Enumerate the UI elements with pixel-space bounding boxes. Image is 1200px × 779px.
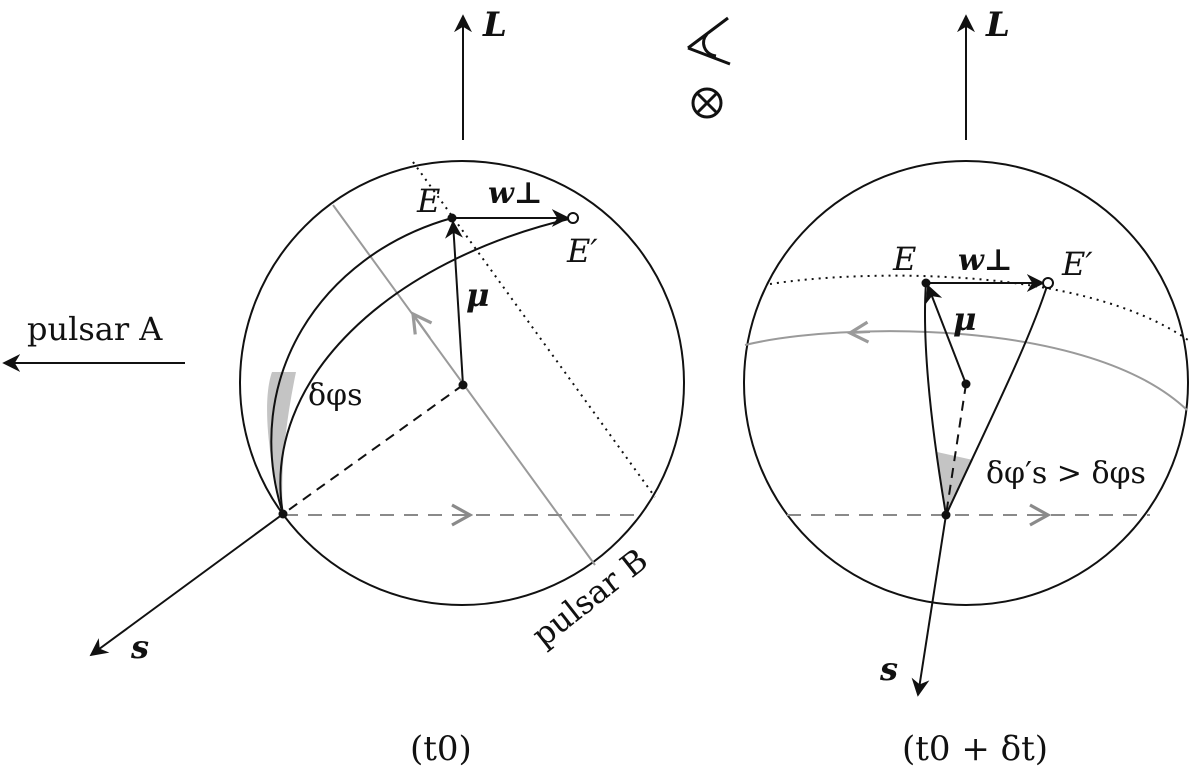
pulsar-a-label: pulsar A xyxy=(27,310,163,348)
right-s-arrow xyxy=(911,514,947,697)
right-arc-to-e-prime xyxy=(945,282,1049,516)
left-arc-to-e xyxy=(270,217,453,515)
right-center-point xyxy=(961,379,971,389)
left-e-point xyxy=(447,213,457,223)
circled-times-icon xyxy=(691,87,723,119)
left-panel: L μ w⊥ E E′ δφs s xyxy=(2,5,685,769)
right-mu-label: μ xyxy=(953,300,976,338)
right-black-dashed-line xyxy=(945,383,967,516)
right-angle-label: δφ′s > δφs xyxy=(986,456,1146,491)
left-pulsar-b-arrow xyxy=(411,311,433,339)
left-mu-arrow xyxy=(445,220,464,386)
right-s-label: s xyxy=(879,650,898,688)
left-dotted-line xyxy=(412,161,656,498)
right-dotted-curve xyxy=(769,274,1189,341)
right-l-axis-label: L xyxy=(985,5,1010,45)
left-e-label: E xyxy=(416,182,440,220)
left-time-caption: (t0) xyxy=(410,729,472,769)
right-e-point xyxy=(921,278,931,288)
eye-icon xyxy=(687,16,731,66)
left-mu-label: μ xyxy=(466,276,489,314)
right-sphere xyxy=(743,160,1189,606)
left-arc-to-e-prime xyxy=(279,217,574,515)
left-w-perp-label: w⊥ xyxy=(488,176,543,211)
right-e-prime-point xyxy=(1042,277,1054,289)
right-w-perp-label: w⊥ xyxy=(958,243,1013,278)
observer-group xyxy=(687,16,731,119)
right-e-prime-label: E′ xyxy=(1061,245,1093,283)
right-arc-to-e xyxy=(923,282,947,516)
left-sphere xyxy=(239,160,685,606)
right-time-caption: (t0 + δt) xyxy=(902,729,1048,769)
left-center-point xyxy=(458,380,468,390)
left-angle-label: δφs xyxy=(308,378,362,413)
right-panel: L μ w⊥ E E′ δφ′s > δφs s xyxy=(743,5,1189,769)
left-e-prime-label: E′ xyxy=(566,232,598,270)
right-gray-curve-arrow xyxy=(846,320,871,344)
left-s-arrow xyxy=(89,513,284,657)
left-black-dashed-line xyxy=(282,384,464,515)
left-l-axis-label: L xyxy=(482,5,507,45)
right-gray-curve xyxy=(744,330,1188,411)
left-e-prime-point xyxy=(567,212,579,224)
left-s-label: s xyxy=(130,628,149,666)
right-mu-arrow xyxy=(925,284,967,385)
right-e-label: E xyxy=(892,240,916,278)
right-angle-shade xyxy=(937,452,973,515)
